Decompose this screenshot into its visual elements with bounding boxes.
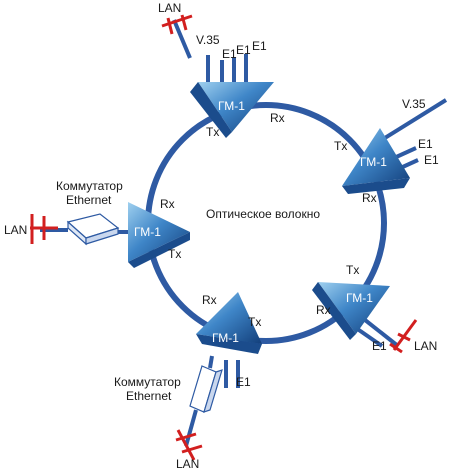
e1-label-bottom: E1 [236, 375, 251, 389]
gm1-device-bottom-right [318, 282, 390, 334]
e1-label-top-2: E1 [236, 43, 251, 57]
lan-link-bottom-right [358, 314, 400, 348]
lan-marker-left [30, 214, 58, 244]
e1-label-top-3: E1 [252, 39, 267, 53]
rx-label-bottom: Rx [202, 293, 217, 307]
gm1-label-top: ГМ-1 [218, 99, 245, 113]
e1-label-top-1: E1 [222, 47, 237, 61]
gm1-device-left [128, 202, 190, 262]
lan-marker-bottom-right [389, 319, 418, 354]
ring-label: Оптическое волокно [206, 207, 320, 221]
rx-label-left: Rx [160, 197, 175, 211]
lan-marker-top [161, 14, 193, 35]
tx-label-bottom-right: Tx [346, 263, 359, 277]
gm1-node-right: V.35 E1 E1 ГМ-1 Tx Rx [334, 97, 448, 205]
lan-label-left: LAN [4, 223, 27, 237]
switch-label-bottom-2: Ethernet [126, 389, 172, 403]
switch-label-left-1: Коммутатор [56, 179, 123, 193]
gm1-device-right [342, 128, 410, 186]
lan-link-bottom [184, 409, 198, 447]
gm1-node-top: LAN V.35 E1 E1 E1 ГМ-1 Tx Rx [158, 1, 285, 139]
gm1-label-bottom-right: ГМ-1 [346, 291, 373, 305]
lan-label-bottom: LAN [176, 457, 199, 471]
gm1-node-bottom-right: E1 LAN ГМ-1 Tx Rx [312, 263, 437, 354]
gm1-node-bottom: E1 Коммутатор Ethernet LAN ГМ-1 Rx Tx [114, 292, 262, 471]
rx-label-bottom-right: Rx [316, 303, 331, 317]
gm1-device-top [198, 82, 274, 132]
tx-label-bottom: Tx [248, 315, 261, 329]
switch-uplink-bottom [208, 355, 214, 369]
gm1-label-bottom: ГМ-1 [212, 331, 239, 345]
e1-link-right-1 [393, 146, 417, 160]
lan-link-top [172, 19, 192, 59]
gm1-label-right: ГМ-1 [360, 155, 387, 169]
gm1-label-left: ГМ-1 [134, 225, 161, 239]
rx-label-right: Rx [362, 191, 377, 205]
ethernet-switch-bottom [189, 365, 223, 413]
v35-label-right: V.35 [402, 97, 426, 111]
lan-label-bottom-right: LAN [414, 339, 437, 353]
lan-marker-bottom [175, 429, 203, 461]
ethernet-switch-left [66, 213, 120, 246]
tx-label-right: Tx [334, 139, 347, 153]
gm1-device-bottom [196, 292, 262, 344]
switch-label-left-2: Ethernet [66, 193, 112, 207]
lan-label-top: LAN [158, 1, 181, 15]
v35-label-top: V.35 [196, 33, 220, 47]
rx-label-top: Rx [270, 111, 285, 125]
e1-label-bottom-right: E1 [372, 339, 387, 353]
e1-label-right-1: E1 [418, 137, 433, 151]
switch-label-bottom-1: Коммутатор [114, 375, 181, 389]
e1-link-bottom-right [354, 326, 384, 348]
gm1-node-left: LAN Коммутатор Ethernet ГМ-1 Rx Tx [4, 179, 190, 268]
e1-label-right-2: E1 [424, 153, 439, 167]
tx-label-top: Tx [206, 125, 219, 139]
tx-label-left: Tx [168, 247, 181, 261]
